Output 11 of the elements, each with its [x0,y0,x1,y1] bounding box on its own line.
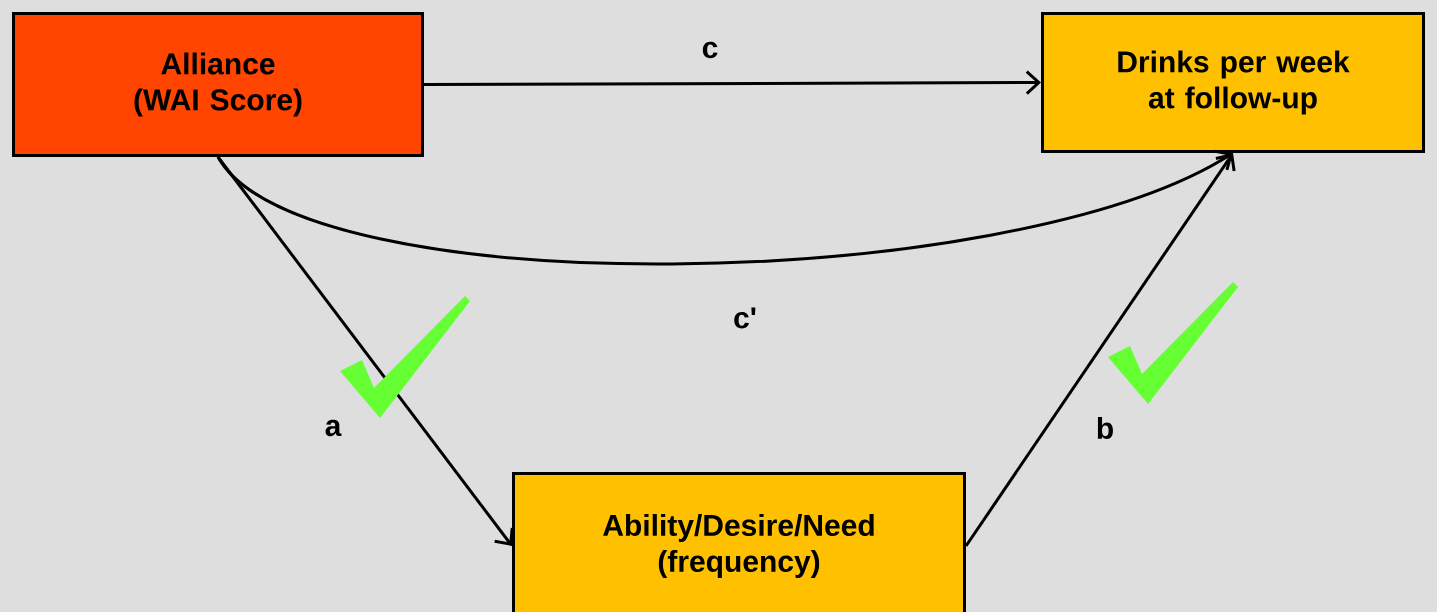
arrow [216,156,514,546]
edge-label: a [325,419,342,437]
arrow [964,153,1236,547]
edge-label: b [1097,416,1113,439]
process-box: Alliance (WAI Score) [12,12,424,157]
arrow [216,149,1233,266]
edge-label: c [702,41,718,59]
process-box: Ability/Desire/Need (frequency) [512,472,966,612]
edge-label: c' [734,307,756,329]
process-box: Drinks per week at follow-up [1041,12,1425,153]
arrow [424,70,1041,95]
